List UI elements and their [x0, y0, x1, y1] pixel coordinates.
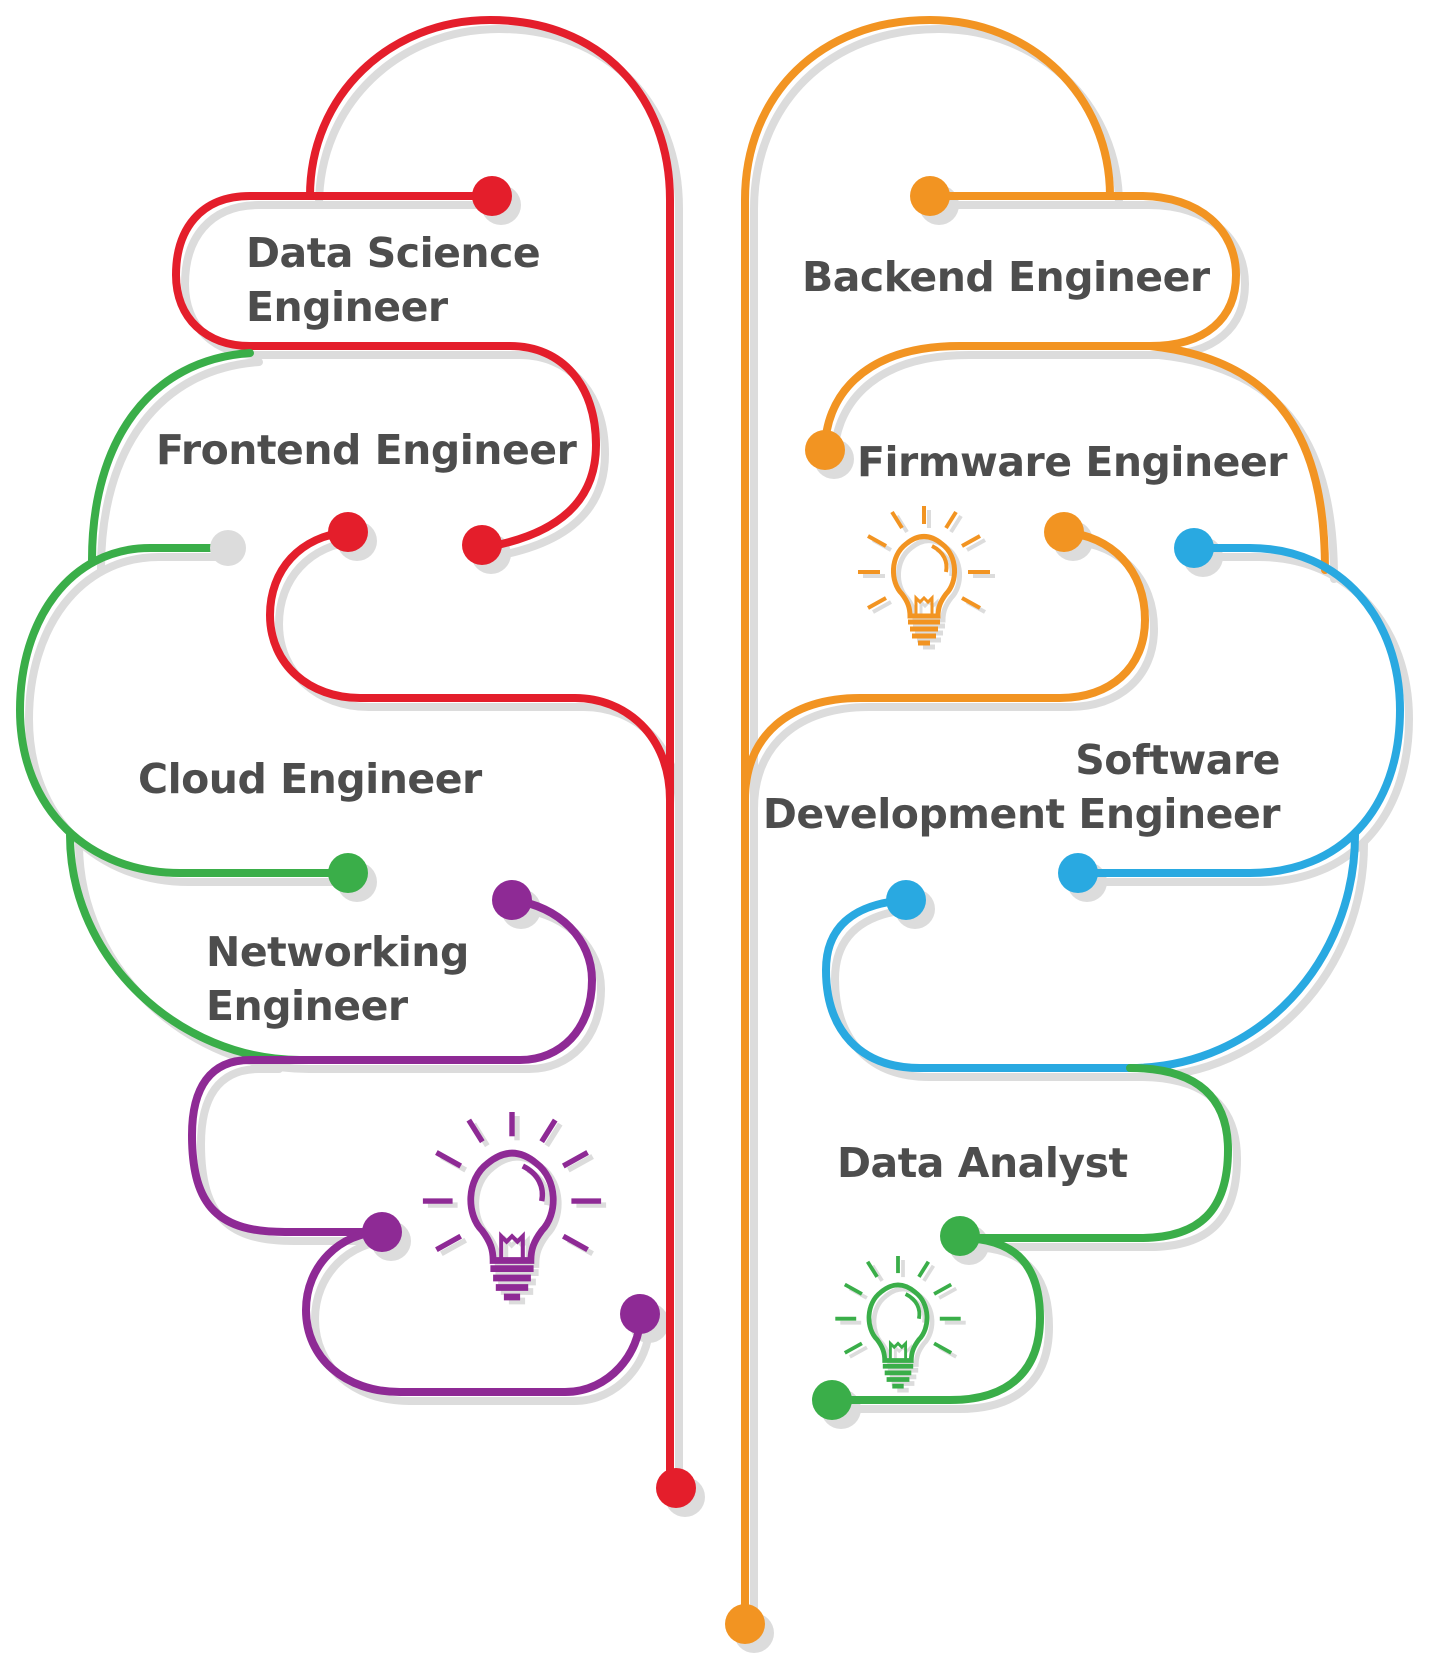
label-line: Backend Engineer — [802, 253, 1210, 301]
frontend-engineer-label: Frontend Engineer — [156, 423, 577, 477]
firmware-engineer-label: Firmware Engineer — [857, 435, 1287, 489]
blue-node — [1174, 528, 1214, 568]
blue-node — [886, 880, 926, 920]
data-analyst-label: Data Analyst — [837, 1136, 1128, 1190]
label-line: Engineer — [206, 982, 408, 1030]
purple-node — [620, 1294, 660, 1334]
lightbulb-icon — [423, 1112, 606, 1301]
label-line: Networking — [206, 928, 469, 976]
red-node — [472, 176, 512, 216]
label-line: Software — [1075, 736, 1280, 784]
label-line: Frontend Engineer — [156, 426, 577, 474]
backend-engineer-label: Backend Engineer — [802, 250, 1210, 304]
green-node — [328, 853, 368, 893]
orange-node — [910, 176, 950, 216]
purple-circuit-line — [187, 896, 644, 1396]
green-circuit-line — [15, 349, 352, 1064]
green-node — [812, 1380, 852, 1420]
red-node — [462, 525, 502, 565]
orange-node — [1044, 512, 1084, 552]
node-dots — [328, 176, 1214, 1644]
label-line: Data Analyst — [837, 1139, 1128, 1187]
orange-circuit-line — [741, 15, 1329, 1624]
green-node — [940, 1216, 980, 1256]
purple-node — [492, 880, 532, 920]
data-science-engineer-label: Data Science Engineer — [246, 226, 541, 334]
lightbulb-icon — [835, 1256, 965, 1390]
networking-engineer-label: Networking Engineer — [206, 925, 469, 1033]
lightbulb-icon — [858, 506, 995, 647]
red-node — [656, 1468, 696, 1508]
orange-node — [805, 430, 845, 470]
label-line: Development Engineer — [762, 790, 1281, 838]
software-development-engineer-label: Software Development Engineer — [762, 733, 1281, 841]
orange-node — [725, 1604, 765, 1644]
cloud-engineer-label: Cloud Engineer — [138, 752, 482, 806]
blue-circuit-line — [821, 544, 1405, 1072]
label-line: Data Science — [246, 229, 541, 277]
blue-node — [1058, 853, 1098, 893]
label-line: Engineer — [246, 283, 448, 331]
purple-node — [362, 1212, 402, 1252]
label-line: Firmware Engineer — [857, 438, 1287, 486]
red-node — [328, 512, 368, 552]
green-right-circuit-line — [828, 1064, 1233, 1404]
red-circuit-line — [171, 15, 674, 1494]
label-line: Cloud Engineer — [138, 755, 482, 803]
